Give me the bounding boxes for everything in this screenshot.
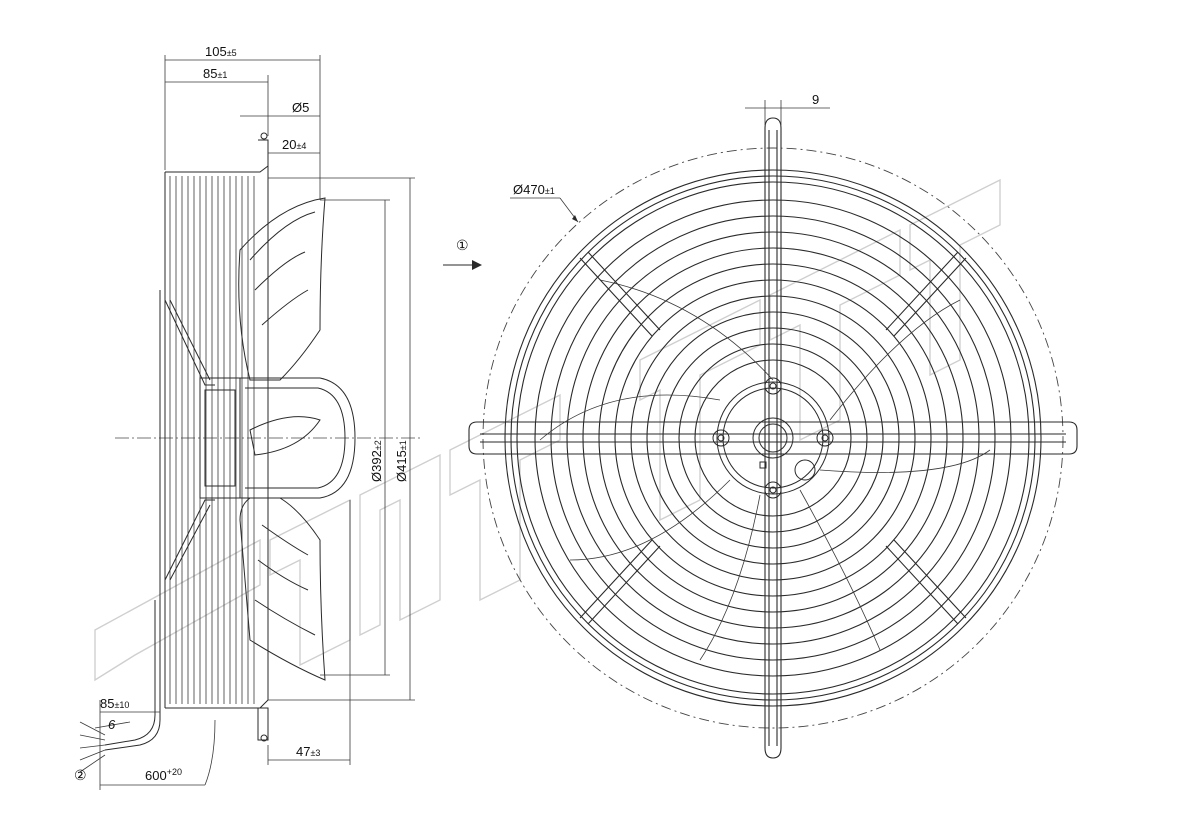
dim-105: 105±5 bbox=[205, 44, 237, 59]
dim-d392: Ø392±2 bbox=[369, 440, 384, 482]
side-view bbox=[79, 55, 420, 790]
side-dimension-labels: 105±5 85±1 Ø5 20±4 Ø392±2 Ø415±1 47±3 85… bbox=[74, 44, 409, 783]
dim-d415: Ø415±1 bbox=[394, 440, 409, 482]
dim-85: 85±1 bbox=[203, 66, 227, 81]
impeller-blades-front bbox=[539, 279, 991, 661]
cable-gland bbox=[794, 459, 816, 481]
guard-rings-side bbox=[169, 176, 255, 704]
guard-crossbars bbox=[468, 117, 1078, 759]
guard-diagonal-struts bbox=[579, 251, 967, 625]
dim-cable-6: 6 bbox=[108, 717, 116, 732]
dim-9: 9 bbox=[812, 92, 819, 107]
dim-47: 47±3 bbox=[296, 744, 320, 759]
callout-airflow: ① bbox=[456, 237, 469, 253]
airflow-indicator: ① bbox=[443, 237, 482, 270]
callout-cable: ② bbox=[74, 767, 87, 783]
cable-wires bbox=[79, 721, 106, 773]
front-dimension-labels: 9 Ø470±1 bbox=[513, 92, 819, 197]
hub-bolts bbox=[712, 377, 834, 499]
dim-d5: Ø5 bbox=[292, 100, 309, 115]
dim-cable-85: 85±10 bbox=[100, 696, 129, 711]
dim-20: 20±4 bbox=[282, 137, 306, 152]
airflow-arrow-icon bbox=[472, 260, 482, 270]
guard-rings-front bbox=[504, 169, 1042, 707]
front-view bbox=[468, 100, 1078, 759]
dim-cable-600: 600+20 bbox=[145, 767, 182, 783]
dim-d470: Ø470±1 bbox=[513, 182, 555, 197]
